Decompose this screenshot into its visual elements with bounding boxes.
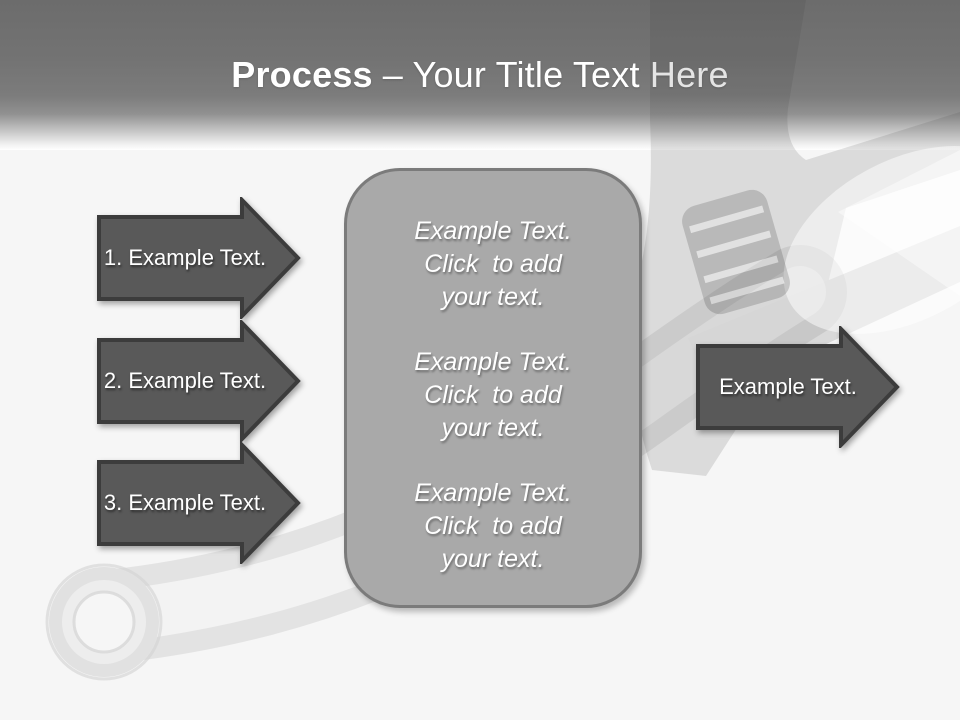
title-band: Process– Your Title Text Here	[0, 0, 960, 150]
placeholder-text-2[interactable]: Example Text. Click to add your text.	[414, 348, 572, 442]
process-arrow-1[interactable]: 1. Example Text.	[96, 197, 302, 319]
output-arrow[interactable]: Example Text.	[695, 326, 901, 448]
title-keyword: Process	[231, 54, 373, 95]
center-text-box[interactable]: Example Text. Click to add your text. Ex…	[344, 168, 642, 608]
arrow-label: 3. Example Text.	[103, 490, 267, 515]
process-arrow-3[interactable]: 3. Example Text.	[96, 442, 302, 564]
process-arrow-2[interactable]: 2. Example Text.	[96, 320, 302, 442]
arrow-label: Example Text.	[719, 374, 857, 399]
title-subtext: – Your Title Text Here	[382, 54, 729, 95]
arrow-label: 1. Example Text.	[103, 245, 267, 270]
wrench-worm-screw-icon	[682, 189, 790, 315]
arrow-label: 2. Example Text.	[103, 368, 267, 393]
placeholder-text-3[interactable]: Example Text. Click to add your text.	[414, 479, 572, 573]
placeholder-text-1[interactable]: Example Text. Click to add your text.	[414, 217, 572, 311]
page-title[interactable]: Process– Your Title Text Here	[231, 54, 728, 96]
